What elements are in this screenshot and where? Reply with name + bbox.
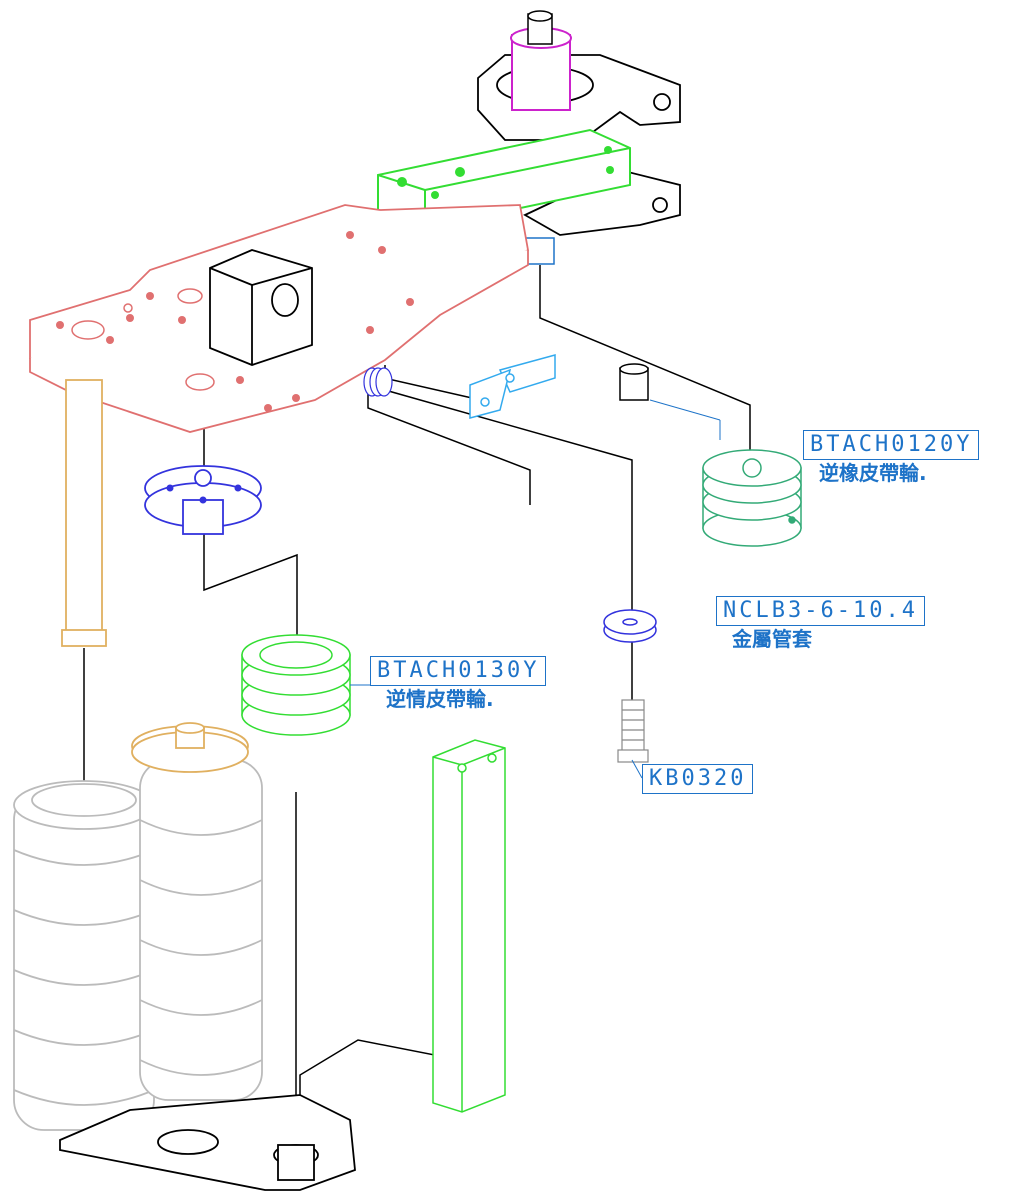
part-label-btach0120y: BTACH0120Y 逆橡皮帶輪. (803, 430, 980, 485)
label-leaders (350, 684, 643, 779)
part-code: KB0320 (642, 764, 754, 794)
part-label-btach0130y: BTACH0130Y 逆情皮帶輪. (370, 656, 547, 711)
screw-kb0320 (617, 699, 649, 763)
flange-holes (166, 484, 242, 504)
part-label-nclb3: NCLB3-6-10.4 金屬管套 (716, 596, 925, 651)
blue-flange (144, 465, 262, 535)
frame-outline-holes (71, 288, 215, 391)
bellows-left (13, 780, 155, 1131)
tan-cap (131, 722, 249, 773)
bellows-right (139, 759, 263, 1101)
frame-holes (56, 231, 414, 412)
base-plate (59, 1094, 356, 1191)
pulley-btach0120y (702, 449, 802, 547)
sensor-bracket (469, 354, 556, 419)
part-code: BTACH0120Y (803, 430, 980, 460)
spacer-nut (525, 237, 555, 265)
clamp-holes (397, 146, 614, 199)
vertical-bar (432, 739, 506, 1113)
part-description: 金屬管套 (732, 627, 812, 651)
part-code: NCLB3-6-10.4 (716, 596, 925, 626)
part-code: BTACH0130Y (370, 656, 547, 686)
spindle (510, 10, 572, 111)
pulley-btach0130y (241, 634, 351, 736)
metal-sleeve (619, 363, 649, 401)
guide-shaft (61, 379, 107, 647)
threaded-block (209, 249, 313, 366)
washer (603, 609, 657, 643)
part-description: 逆橡皮帶輪. (819, 461, 927, 485)
small-pulley (363, 367, 393, 397)
part-label-kb0320: KB0320 (642, 764, 754, 794)
part-description: 逆情皮帶輪. (386, 687, 494, 711)
leader-line-nclb (649, 399, 721, 421)
